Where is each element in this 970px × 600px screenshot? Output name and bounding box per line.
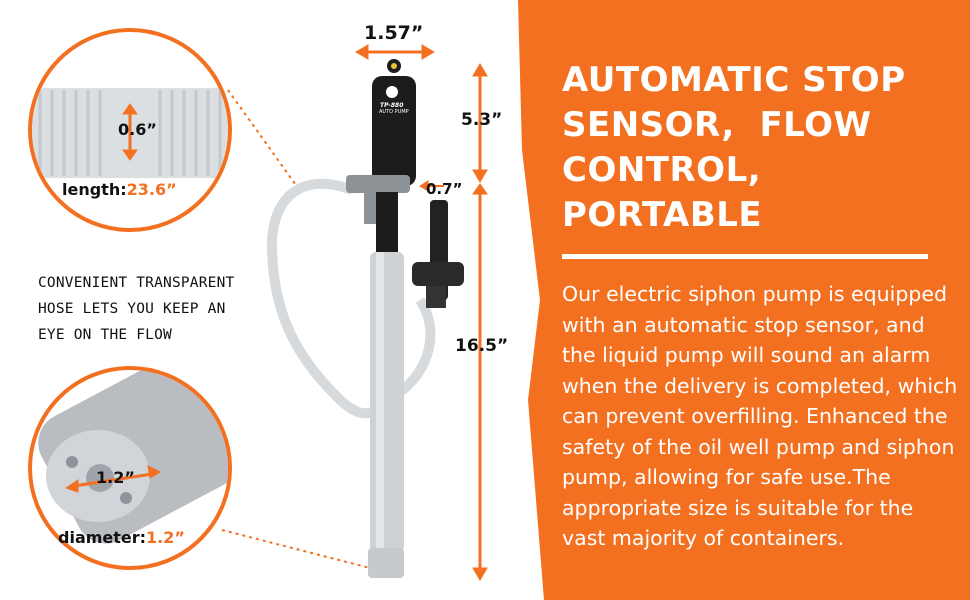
head-width-label: 1.57” [364,22,424,44]
tip-diameter-label: diameter:1.2” [58,528,185,547]
tip-inner-label: 1.2” [96,468,135,487]
feature-description: Our electric siphon pump is equipped wit… [562,282,958,550]
head-width-arrow [355,44,435,60]
siphon-pump [266,59,464,578]
product-sub-text: AUTO PUMP [379,109,409,115]
tip-diameter-value: 1.2” [146,528,185,547]
nozzle-arrow [419,180,444,192]
tube-length-label: 16.5” [455,336,509,356]
tip-leader-line [221,529,371,569]
head-height-arrow [472,63,488,183]
hose-length-key: length: [62,180,127,199]
feature-text-block: AUTOMATIC STOP SENSOR, FLOW CONTROL, POR… [562,58,962,554]
tube-length-arrow [472,183,488,581]
headline: AUTOMATIC STOP SENSOR, FLOW CONTROL, POR… [562,58,962,238]
hose-length-value: 23.6” [126,180,177,199]
tip-zoom-circle [28,366,232,570]
headline-line-1: AUTOMATIC STOP [562,60,906,100]
hose-length-label: length:23.6” [62,180,177,199]
headline-line-3: CONTROL, PORTABLE [562,150,763,235]
tip-diameter-key: diameter: [58,528,147,547]
hose-leader-line [227,89,299,189]
tip-diameter-arrow [64,465,162,493]
headline-divider [562,254,928,259]
head-height-label: 5.3” [461,110,503,130]
product-model-text: TP-880 [380,102,404,109]
headline-line-2: SENSOR, FLOW [562,105,872,145]
hose-thickness-label: 0.6” [118,120,157,139]
hose-thickness-arrow [122,103,138,161]
hose-callout-text: CONVENIENT TRANSPARENT HOSE LETS YOU KEE… [38,275,235,343]
nozzle-label: 0.7” [426,180,463,198]
